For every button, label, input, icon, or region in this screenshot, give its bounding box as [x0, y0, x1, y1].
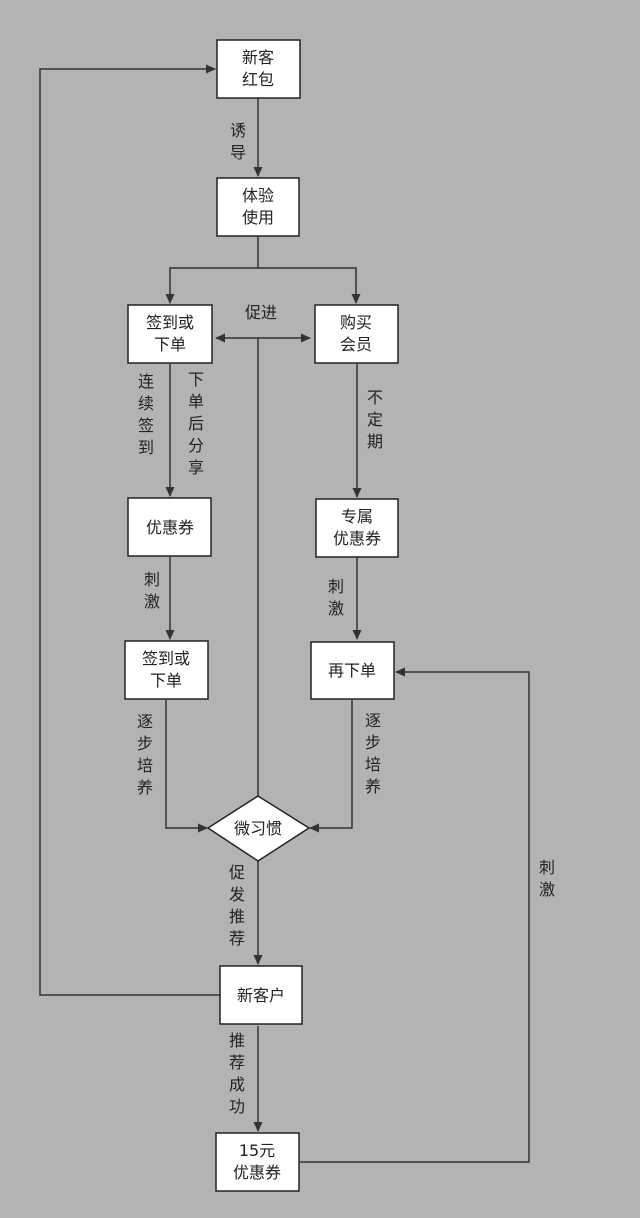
node-exclusive-coupon-line-2: 优惠券 [333, 529, 381, 548]
node-exclusive-coupon-line-1: 专属 [341, 507, 373, 526]
node-new-red-packet-line-1: 新客 [242, 48, 274, 67]
node-micro-habit-line-1: 微习惯 [234, 819, 282, 838]
node-new-customer: 新客户 [219, 965, 303, 1025]
label-promote-recommend: 促发推荐 [229, 863, 245, 948]
label-share-after-order: 下单后分享 [188, 370, 204, 477]
edge-coupon15-loop-to-reorder [300, 667, 530, 1163]
label-irregular: 不定期 [367, 388, 383, 451]
node-checkin-order-2-line-2: 下单 [150, 671, 182, 690]
node-checkin-order-2: 签到或 下单 [124, 640, 209, 700]
node-buy-member: 购买 会员 [314, 304, 399, 364]
label-stimulate-right: 刺激 [328, 577, 344, 618]
node-coupon-15: 15元 优惠券 [215, 1132, 300, 1192]
node-checkin-order-1: 签到或 下单 [127, 304, 213, 364]
label-stimulate-loop: 刺激 [539, 858, 555, 899]
node-coupon-15-line-1: 15元 [239, 1141, 275, 1160]
node-reorder: 再下单 [310, 641, 395, 700]
label-stimulate-left: 刺激 [144, 570, 160, 611]
node-new-red-packet: 新客 红包 [216, 39, 301, 99]
edge-new-customer-loop-to-red-packet [39, 64, 220, 996]
node-exclusive-coupon: 专属 优惠券 [315, 498, 399, 558]
node-coupon-line-1: 优惠券 [146, 518, 194, 537]
edge-experience-split-left [165, 236, 259, 304]
label-recommend-success: 推荐成功 [229, 1031, 245, 1116]
edge-checkin2-to-habit [165, 700, 208, 833]
node-new-red-packet-line-2: 红包 [242, 70, 274, 89]
label-gradual-left: 逐步培养 [137, 712, 153, 797]
node-experience-use: 体验 使用 [216, 177, 300, 237]
edge-labels: 促进 诱导 连续签到 下单后分享 不定期 刺激 刺激 逐步培养 逐步培养 促发推… [137, 121, 555, 1116]
edge-experience-split-right [258, 267, 361, 304]
node-checkin-order-1-line-1: 签到或 [146, 313, 194, 332]
node-reorder-line-1: 再下单 [328, 661, 376, 680]
node-checkin-order-2-line-1: 签到或 [142, 649, 190, 668]
label-gradual-right: 逐步培养 [365, 711, 381, 796]
label-promote: 促进 [245, 303, 277, 322]
label-induce: 诱导 [230, 121, 246, 162]
node-experience-use-line-2: 使用 [242, 208, 274, 227]
node-coupon: 优惠券 [127, 497, 212, 557]
edge-reorder-to-habit [309, 700, 353, 833]
edges [39, 64, 530, 1163]
node-micro-habit: 微习惯 [206, 795, 311, 862]
node-buy-member-line-1: 购买 [340, 313, 372, 332]
node-experience-use-line-1: 体验 [242, 186, 274, 205]
node-checkin-order-1-line-2: 下单 [154, 335, 186, 354]
node-buy-member-line-2: 会员 [340, 335, 372, 354]
label-continuous-checkin: 连续签到 [138, 372, 154, 457]
node-new-customer-line-1: 新客户 [237, 986, 285, 1005]
node-coupon-15-line-2: 优惠券 [233, 1163, 281, 1182]
